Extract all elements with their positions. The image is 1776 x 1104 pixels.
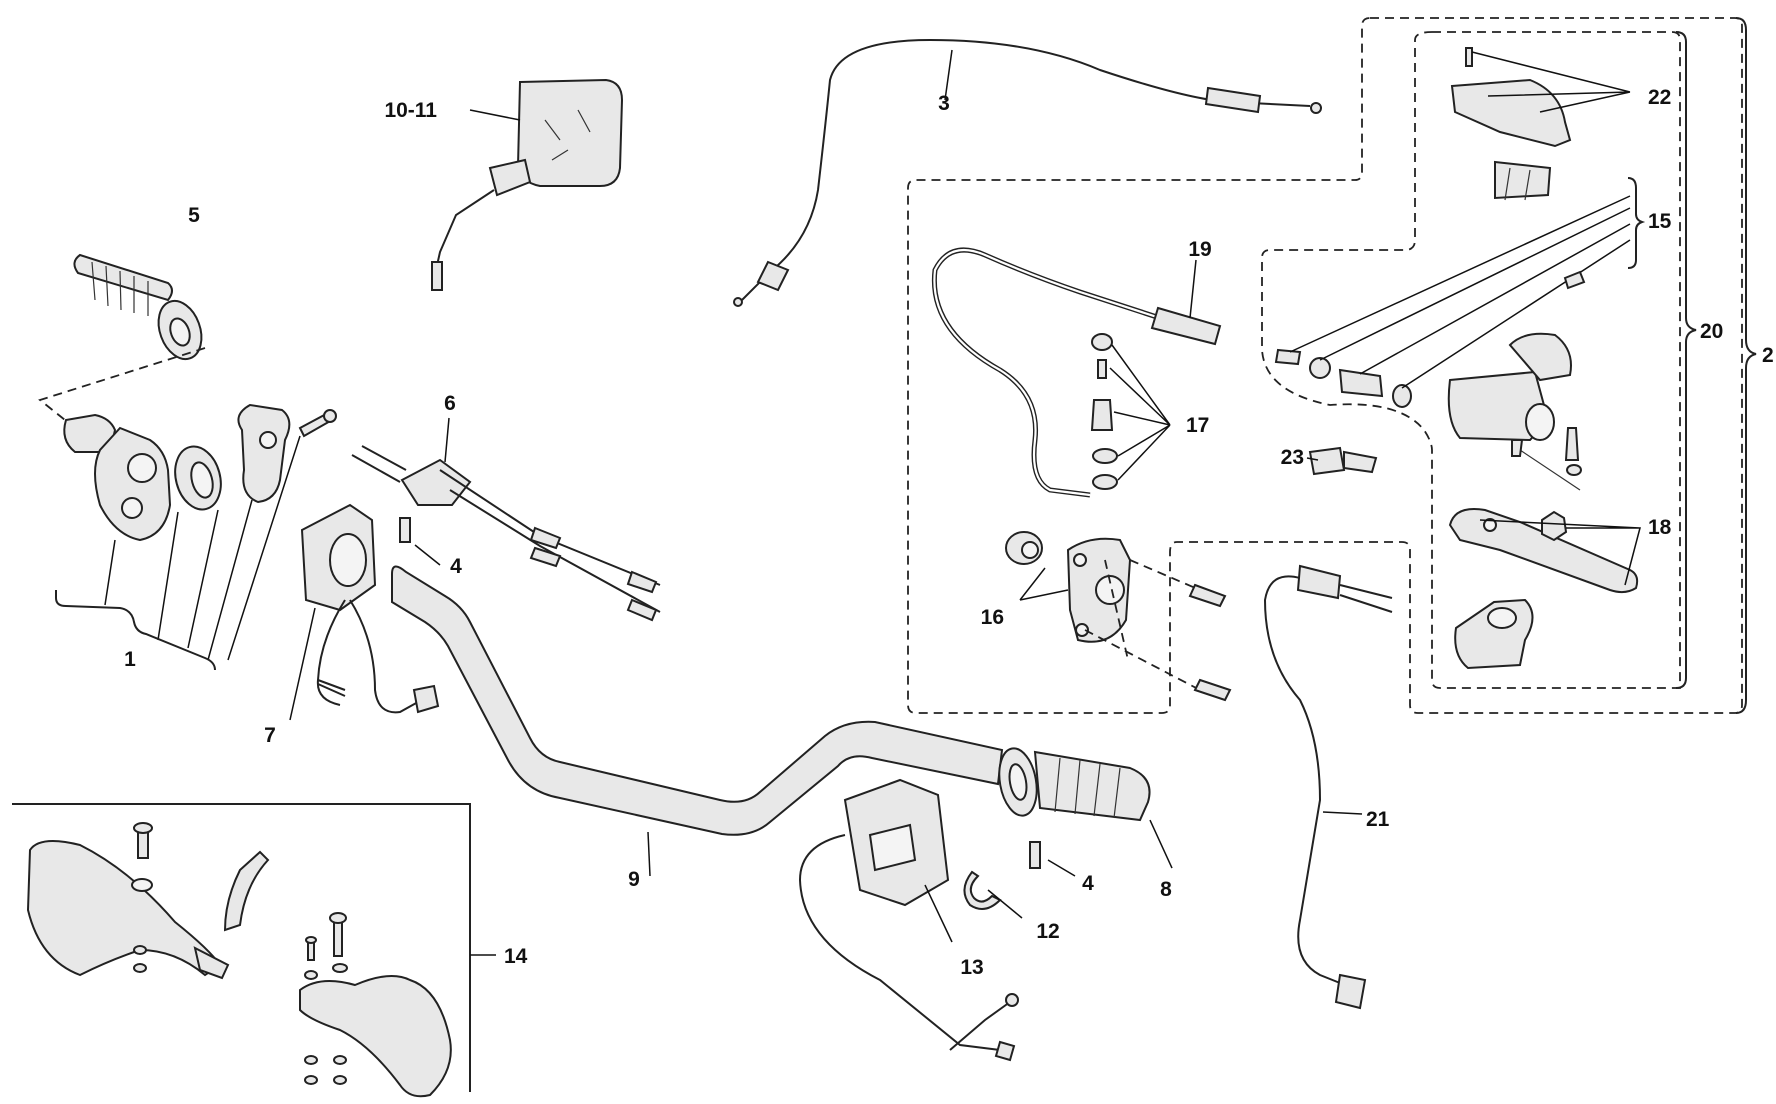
label-12: 12 <box>1036 920 1059 943</box>
label-4b: 4 <box>1082 872 1094 895</box>
label-20: 20 <box>1700 320 1723 343</box>
group-outline-front-brake <box>907 17 1743 714</box>
pin-4a <box>399 517 411 543</box>
brace-1 <box>55 590 216 671</box>
leader-4a <box>414 544 441 566</box>
brace-20 <box>1675 31 1697 689</box>
leader-13 <box>924 884 953 943</box>
cable-nipple-3 <box>1310 102 1322 114</box>
label-8: 8 <box>1160 878 1172 901</box>
leader-22 <box>1471 51 1631 113</box>
label-10-11: 10-11 <box>384 99 437 122</box>
throttle-cables-6 <box>351 445 661 622</box>
label-13: 13 <box>960 956 983 979</box>
label-3: 3 <box>938 92 950 115</box>
caliper-16 <box>1005 531 1132 643</box>
master-cylinder-body <box>1447 270 1586 491</box>
reservoir-cap-22 <box>1450 47 1572 201</box>
left-grip-5 <box>73 253 203 361</box>
label-21: 21 <box>1366 808 1390 831</box>
piston-kit-15 <box>1274 348 1412 408</box>
leader-6 <box>444 417 450 463</box>
handlebar-9 <box>391 565 1004 836</box>
cable-nipple-3b <box>733 297 743 307</box>
label-9: 9 <box>628 868 640 891</box>
clutch-cable-3 <box>741 38 1311 301</box>
leader-9 <box>647 831 651 877</box>
cable-end-3b <box>1204 86 1262 114</box>
bleed-parts-17 <box>1090 333 1118 490</box>
brake-lever-18 <box>1448 508 1639 594</box>
leader-15 <box>1289 195 1631 389</box>
clip-12 <box>963 870 1002 910</box>
leader-4b <box>1047 859 1076 877</box>
hose-fitting-19 <box>1150 306 1222 346</box>
right-grip-8 <box>998 747 1151 822</box>
label-1: 1 <box>124 648 136 671</box>
brace-15 <box>1627 177 1646 269</box>
label-22: 22 <box>1648 86 1671 109</box>
label-19: 19 <box>1188 238 1211 261</box>
cable-end-3a <box>756 260 790 292</box>
label-6: 6 <box>444 392 456 415</box>
label-16: 16 <box>981 606 1004 629</box>
leader-3 <box>944 49 953 101</box>
leader-18 <box>1479 519 1641 586</box>
brace-2 <box>1735 17 1757 714</box>
label-23: 23 <box>1281 446 1304 469</box>
leader-19 <box>1189 259 1197 319</box>
leader-16 <box>1019 567 1069 601</box>
dashed-assembly-line <box>38 347 206 421</box>
handguard-right <box>299 912 452 1098</box>
brake-hose-19-outline <box>931 247 1161 498</box>
label-14: 14 <box>504 945 528 968</box>
handguard-box-14 <box>12 803 471 1092</box>
leader-10-11 <box>469 109 521 121</box>
leader-7 <box>289 607 316 721</box>
leader-12 <box>987 889 1023 919</box>
label-17: 17 <box>1186 414 1209 437</box>
right-switch-13 <box>798 778 1019 1062</box>
label-18: 18 <box>1648 516 1672 539</box>
leader-21 <box>1322 811 1363 815</box>
label-2: 2 <box>1762 344 1774 367</box>
mirror-10-11 <box>431 78 624 291</box>
group-outline-master-cylinder <box>1261 31 1681 689</box>
left-switch-7 <box>300 503 440 714</box>
brake-hose-19-inner <box>933 248 1161 497</box>
dashed-bolt-lines <box>1084 559 1201 691</box>
handguard-left <box>26 822 270 980</box>
pin-4b <box>1029 841 1041 869</box>
leader-8 <box>1149 819 1173 869</box>
label-15: 15 <box>1648 210 1672 233</box>
label-5: 5 <box>188 204 200 227</box>
switch-23 <box>1308 446 1378 476</box>
leader-17 <box>1109 344 1171 481</box>
caliper-bolts <box>1188 583 1232 702</box>
brake-switch-21 <box>1263 564 1393 1010</box>
leader-23 <box>1306 457 1319 461</box>
throttle-housing-1 <box>63 403 337 542</box>
label-7: 7 <box>264 724 276 747</box>
leader-lines-1 <box>104 435 301 661</box>
label-4a: 4 <box>450 555 462 578</box>
lever-clamp <box>1454 598 1534 670</box>
